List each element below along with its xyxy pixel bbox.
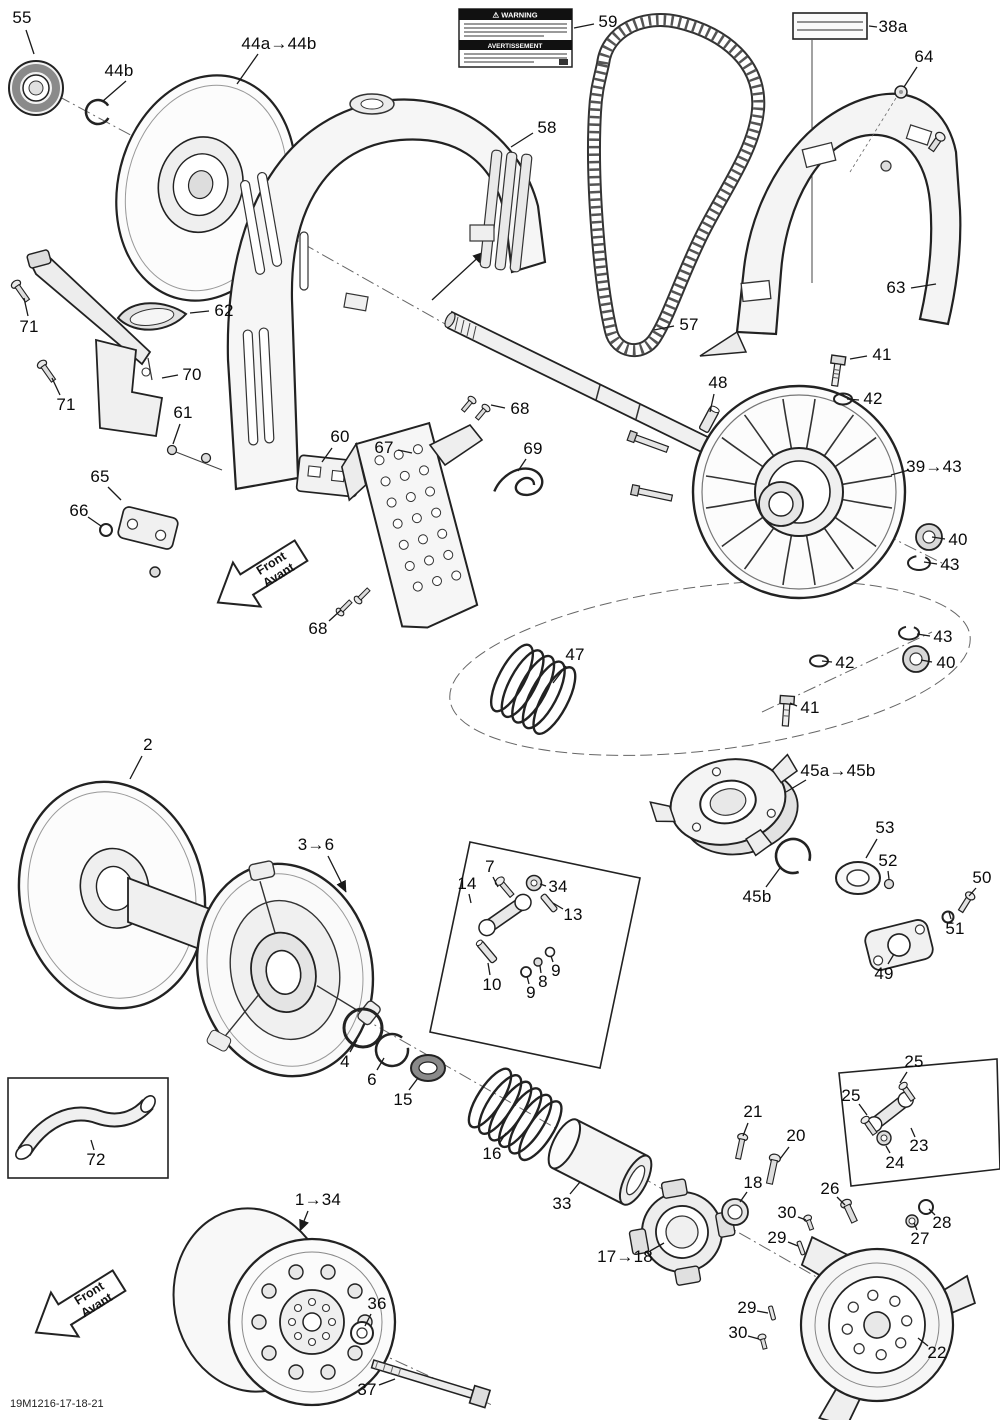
sleeve-33 [547,1118,653,1206]
circlip-6 [374,1032,410,1068]
screws-68-lower [335,587,371,617]
leader-lines [23,23,977,1386]
bracket-cluster [10,249,223,578]
sliding-sheave-3 [195,860,381,1078]
svg-text:AVERTISSEMENT: AVERTISSEMENT [488,43,543,50]
inset-box-lever-2 [838,1058,1000,1187]
roller-40-upper [915,523,943,551]
warning-label-59: ⚠ WARNING AVERTISSEMENT [458,8,573,68]
bushing-18 [721,1198,749,1226]
nut-52 [883,878,895,890]
pin-29a [796,1240,806,1256]
cam-45a [649,753,799,857]
pin-48 [698,405,720,433]
screws-68-upper [460,395,491,421]
screw-30b [757,1333,768,1350]
screw-50 [957,891,976,914]
bracket-67-arm [428,423,484,467]
spring-16 [467,1067,563,1162]
inset-box-lever [429,841,641,1069]
bolt-41-lower [779,694,796,727]
washer-28 [918,1199,934,1215]
pin-29b [768,1305,776,1321]
cotter-pin-69 [493,467,544,497]
washer-51 [941,910,955,924]
document-code: 19M1216-17-18-21 [10,1398,104,1410]
washer-53 [835,861,881,895]
bolt-20 [765,1153,781,1185]
bolt-21 [734,1132,749,1160]
lever-assembly-2 [860,1081,916,1146]
nut-27 [905,1214,919,1228]
governor-support-22 [799,1235,976,1420]
washer-36 [350,1321,374,1345]
front-direction-arrow-2: Front Avant [34,1269,127,1338]
bolt-37 [370,1359,492,1409]
front-direction-arrow-1: Front Avant [216,539,309,608]
circlip-44b [84,98,112,126]
bracket-67 [340,421,479,629]
driven-pulley-39 [691,384,907,600]
hose-72 [15,1095,156,1160]
clutch-assembly-1 [172,1207,397,1407]
seal-15 [410,1054,446,1082]
drive-shaft [444,310,728,464]
belt-guard-58 [226,93,547,491]
bearing-55 [8,60,64,116]
cam-slider-17 [628,1178,736,1286]
bolt-41-upper [829,354,847,387]
circlip-45b [774,837,812,875]
guard-pointer-line [431,251,485,301]
roller-40-lower [902,645,930,673]
pulley-guard-63 [699,92,962,357]
fixed-sheave-2 [17,780,207,1010]
pulley-mount-screws [626,429,674,502]
spring-47 [489,643,577,735]
screws-64 [894,85,946,153]
inset-box-hose [7,1077,169,1179]
drive-belt-57 [587,12,766,358]
hidden-outline-ellipse [449,580,971,756]
screw-30a [803,1214,815,1231]
o-ring-4 [342,1007,384,1049]
circlip-43-lower [898,625,920,641]
plate-38a [792,12,868,40]
bracket-49 [864,919,934,971]
bolt-26 [840,1198,858,1224]
svg-text:⚠ WARNING: ⚠ WARNING [492,11,537,20]
lever-assembly [475,874,558,978]
